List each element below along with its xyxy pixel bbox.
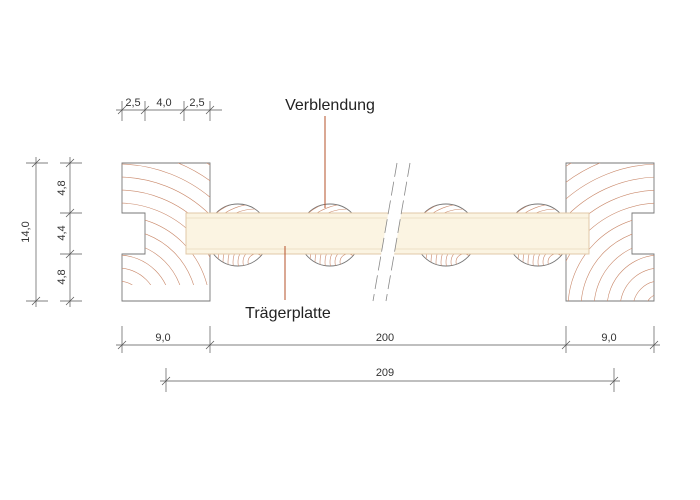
dim-left-part-2: 4,4 <box>56 225 68 240</box>
dim-left-part-1: 4,8 <box>56 180 68 195</box>
dim-overall-text: 209 <box>376 367 394 379</box>
dim-top-1: 2,5 <box>125 97 140 109</box>
left-post <box>121 162 211 302</box>
verblendung-label: Verblendung <box>285 97 375 114</box>
dim-top-2: 4,0 <box>156 97 171 109</box>
dim-overall: 209 <box>160 367 620 392</box>
dim-bottom-middle: 200 <box>376 332 394 344</box>
dim-bottom-left: 9,0 <box>155 332 170 344</box>
dim-left-parts: 4,8 4,4 4,8 <box>56 157 82 307</box>
dim-top-3: 2,5 <box>189 97 204 109</box>
dim-top-left: 2,5 4,0 2,5 <box>116 97 222 121</box>
dim-left-total: 14,0 <box>20 157 48 307</box>
dim-bottom-chain: 9,0 200 9,0 <box>116 326 660 353</box>
dim-left-total-text: 14,0 <box>20 221 32 242</box>
grain-ring <box>645 293 654 301</box>
right-post <box>565 162 655 302</box>
break-gap <box>372 162 411 302</box>
dim-left-part-3: 4,8 <box>56 269 68 284</box>
traegerplatte-label: Trägerplatte <box>245 305 331 322</box>
dim-bottom-right: 9,0 <box>601 332 616 344</box>
grain-ring <box>632 280 654 301</box>
